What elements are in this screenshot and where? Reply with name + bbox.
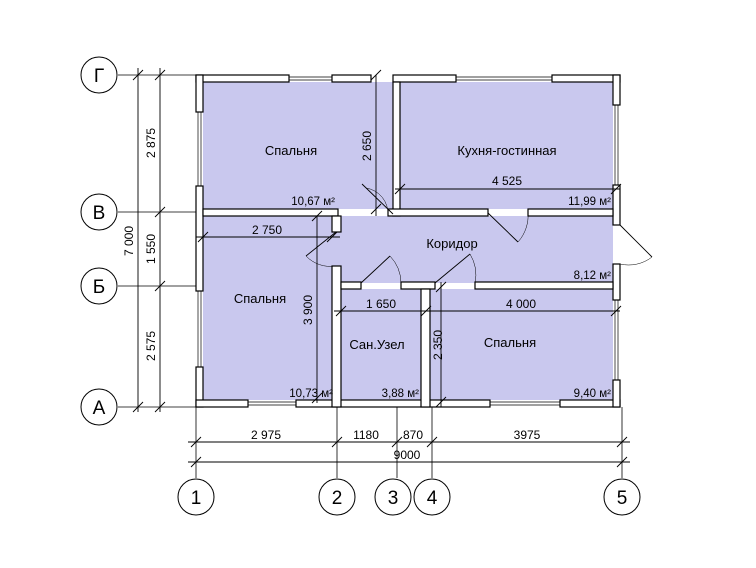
axis-label-col-1: 1 [191,488,202,509]
axis-bubble-row-b: Б [80,267,118,305]
axis-label-col-5: 5 [617,488,628,509]
wall-outer-right-bot [612,379,621,408]
wall-outer-right-mid2 [612,263,621,301]
doors [305,183,653,284]
wall-horiz-v-mid [387,208,489,217]
room-area-bedroom-top: 10,67 м² [291,196,335,208]
axis-label-col-3: 3 [388,488,399,509]
dim-inner-3900: 3 900 [301,295,315,325]
wall-outer-top-left [195,74,290,83]
dim-inner-4000: 4 000 [506,297,536,311]
wall-outer-left-top [195,74,204,113]
room-labels: Спальня 10,67 м² Кухня-гостинная 11,99 м… [234,143,611,400]
dim-inner-2650: 2 650 [360,131,374,161]
dim-bottom-3975: 3975 [514,428,541,442]
room-name-bedroom-left: Спальня [234,291,286,306]
axis-bubble-col-1: 1 [177,478,215,516]
wall-outer-top-mid [331,74,372,83]
axis-bubble-col-2: 2 [318,478,356,516]
wall-horiz-v-right [527,208,614,217]
dim-bottom-1180: 1180 [353,428,379,442]
dim-inner-2750: 2 750 [252,223,282,237]
axis-bubble-row-v: В [80,193,118,231]
wall-vert-top-center [392,81,401,217]
wall-outer-right-top [612,74,621,106]
wall-vert-bedroom-left-low [331,265,342,408]
room-area-bedroom-left: 10,73 м² [289,388,333,400]
axis-bubble-col-5: 5 [603,478,641,516]
wall-horiz-b-right [474,281,614,290]
axis-bubble-row-g: Г [80,56,118,94]
axis-bubble-col-3: 3 [374,478,412,516]
dim-inner-2350: 2 350 [431,330,445,360]
room-name-bedroom-right: Спальня [484,335,536,350]
room-bedroom-top-fill [203,82,393,209]
room-name-bedroom-top: Спальня [265,143,317,158]
axis-label-col-4: 4 [427,488,438,509]
dim-inner-1650: 1 650 [366,297,396,311]
wall-outer-bottom-left [195,399,249,408]
wall-outer-top-right [551,74,621,83]
room-area-bedroom-right: 9,40 м² [574,388,611,400]
axis-label-col-2: 2 [332,488,343,509]
axis-label-row-v: В [93,203,106,224]
dim-left-2575: 2 575 [144,331,158,361]
dim-left-total: 7 000 [122,226,136,256]
axis-label-row-b: Б [93,277,105,298]
room-bathroom-fill [341,289,421,400]
room-name-kitchen: Кухня-гостинная [457,143,556,158]
axis-label-row-g: Г [94,66,104,87]
wall-outer-left-mid [195,185,204,292]
dim-left-1550: 1 550 [144,234,158,264]
dim-bottom-2975: 2 975 [251,428,281,442]
inner-dimension-labels: 2 650 4 525 2 750 3 900 1 650 4 000 2 35… [252,131,536,360]
wall-horiz-b-mid [400,281,436,290]
wall-horiz-v-left [202,208,339,217]
windows [197,76,619,406]
room-bedroom-right-fill [430,289,613,400]
left-dimension-lines [132,68,166,413]
row-axis-bubbles: Г В Б А [80,56,118,426]
axis-label-row-a: А [93,398,106,419]
axis-bubble-col-4: 4 [413,478,451,516]
wall-outer-bottom-mid [295,399,491,408]
wall-outer-bottom-right [559,399,621,408]
walls [195,74,621,408]
inner-dimension-lines [196,69,622,408]
dim-inner-4525: 4 525 [492,174,522,188]
wall-vert-bedroom-left [331,215,342,233]
wall-horiz-b-bath [340,281,362,290]
bottom-dimension-lines [188,436,630,468]
room-area-corridor: 8,12 м² [574,270,611,282]
room-bedroom-left-fill [203,216,332,400]
axis-bubble-row-a: А [80,388,118,426]
dim-bottom-870: 870 [403,428,423,442]
dim-left-2875: 2 875 [144,128,158,158]
room-area-kitchen: 11,99 м² [568,196,611,208]
room-area-bathroom: 3,88 м² [382,388,419,400]
left-dimension-labels: 2 875 1 550 2 575 7 000 [122,128,158,361]
dim-bottom-total: 9000 [394,448,421,462]
bottom-dimension-labels: 2 975 1180 870 3975 9000 [251,428,541,462]
wall-outer-top-mid2 [392,74,457,83]
wall-outer-right-mid [612,184,621,226]
room-kitchen-fill [400,82,613,209]
room-name-bathroom: Сан.Узел [349,337,404,352]
column-axis-bubbles: 1 2 3 4 5 [177,478,641,516]
room-name-corridor: Коридор [426,236,477,251]
wall-vert-bath-right [420,288,431,408]
room-fills [203,82,613,400]
